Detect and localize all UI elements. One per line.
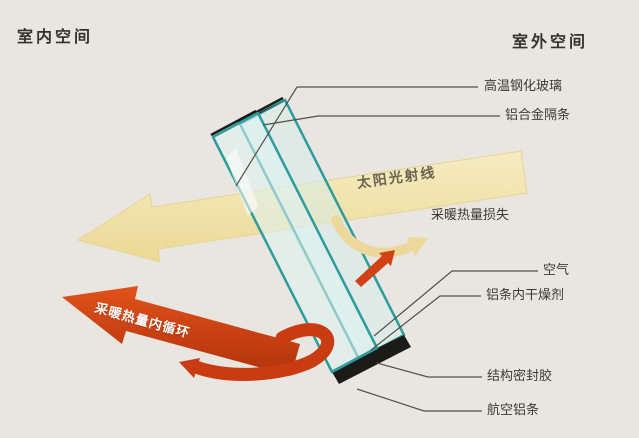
leader-line-air xyxy=(373,270,538,337)
leader-line-sealant xyxy=(376,362,482,378)
aviation-strip-label: 航空铝条 xyxy=(487,403,540,418)
heat-circulation-arrow xyxy=(62,286,300,376)
desiccant-label: 铝条内干燥剂 xyxy=(486,288,565,303)
heat-loss-arrow xyxy=(331,215,417,258)
tempered-glass-label: 高温钢化玻璃 xyxy=(484,79,563,94)
top-edge-inner xyxy=(210,109,257,137)
glass-reflection xyxy=(226,148,258,216)
leader-line-aviation-strip xyxy=(356,388,482,412)
heat-circulation-loop-arrowhead xyxy=(179,358,200,378)
heat-loss-arrowhead xyxy=(407,237,428,256)
indoor-space-title: 室内空间 xyxy=(17,27,94,46)
heat-loss-label: 采暖热量损失 xyxy=(431,208,510,223)
aluminum-spacer-label: 铝合金隔条 xyxy=(505,108,571,123)
outdoor-space-title: 室外空间 xyxy=(512,32,589,51)
leader-line-tempered-glass xyxy=(235,86,478,187)
bottom-frame xyxy=(332,335,411,384)
glass-inner-pane xyxy=(211,111,379,374)
air-label: 空气 xyxy=(543,263,570,278)
heat-escape-arrow xyxy=(355,250,395,287)
leader-line-desiccant xyxy=(370,295,481,351)
leader-line-aluminum-spacer xyxy=(262,115,500,126)
sealant-label: 结构密封胶 xyxy=(487,369,553,384)
heat-circulation-loop xyxy=(189,323,335,381)
